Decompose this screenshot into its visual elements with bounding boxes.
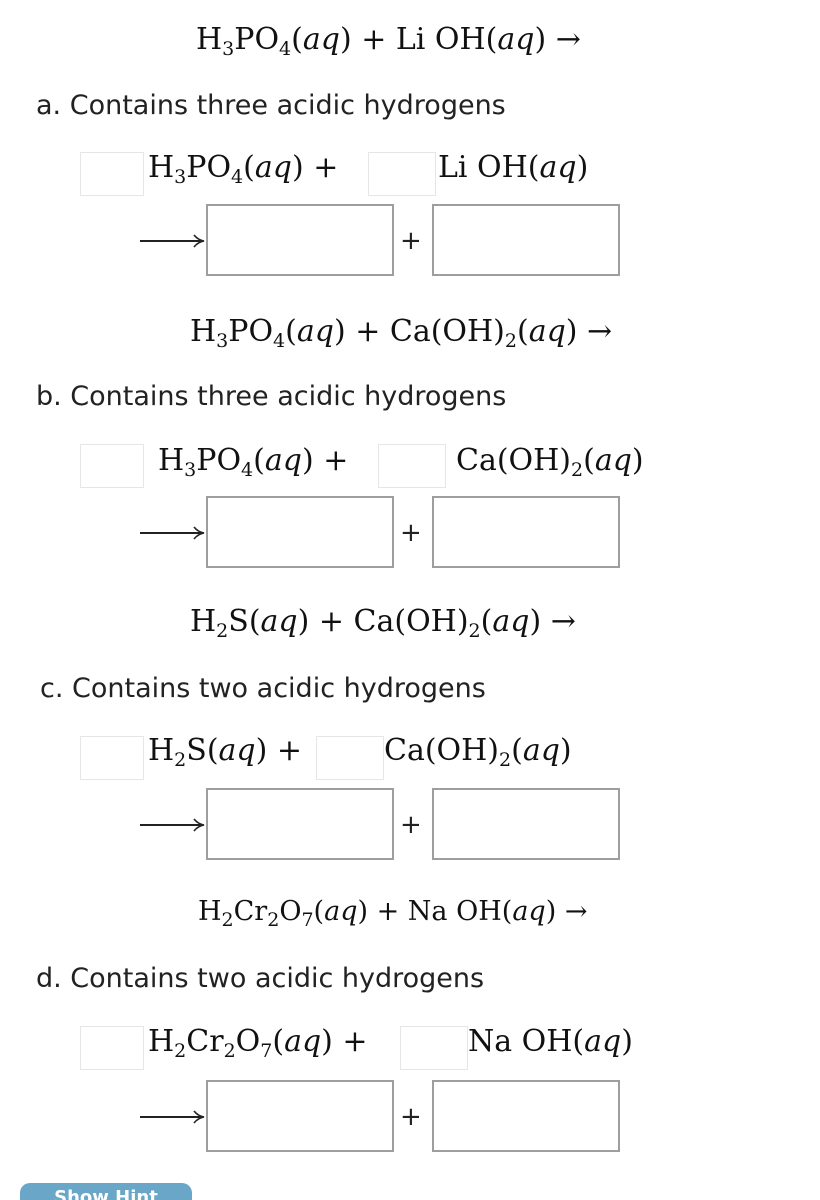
plus-sign-b: + bbox=[400, 518, 422, 548]
coefficient-acid-input-a[interactable] bbox=[80, 152, 144, 196]
equation-a: H3PO4(aq) + Li OH(aq) → bbox=[196, 22, 581, 60]
coefficient-acid-input-b[interactable] bbox=[80, 444, 144, 488]
show-hint-button[interactable]: Show Hint bbox=[20, 1183, 192, 1200]
reactant-base-c: Ca(OH)2(aq) bbox=[384, 733, 572, 771]
label-b: b. Contains three acidic hydrogens bbox=[36, 381, 507, 412]
coefficient-base-input-b[interactable] bbox=[378, 444, 446, 488]
label-d: d. Contains two acidic hydrogens bbox=[36, 963, 485, 994]
coefficient-base-input-a[interactable] bbox=[368, 152, 436, 196]
reactant-base-b: Ca(OH)2(aq) bbox=[456, 443, 644, 481]
reactant-acid-d: H2Cr2O7(aq) + bbox=[148, 1024, 368, 1062]
reactant-base-d: Na OH(aq) bbox=[468, 1024, 633, 1059]
arrow-icon bbox=[140, 818, 205, 832]
product-input-1-c[interactable] bbox=[206, 788, 394, 860]
reactant-acid-c: H2S(aq) + bbox=[148, 733, 303, 771]
equation-c: H2S(aq) + Ca(OH)2(aq) → bbox=[190, 604, 576, 642]
coefficient-base-input-c[interactable] bbox=[316, 736, 384, 780]
coefficient-acid-input-c[interactable] bbox=[80, 736, 144, 780]
product-input-2-a[interactable] bbox=[432, 204, 620, 276]
label-a: a. Contains three acidic hydrogens bbox=[36, 90, 506, 121]
equation-d: H2Cr2O7(aq) + Na OH(aq) → bbox=[198, 896, 588, 931]
plus-sign-c: + bbox=[400, 810, 422, 840]
coefficient-acid-input-d[interactable] bbox=[80, 1026, 144, 1070]
product-input-1-b[interactable] bbox=[206, 496, 394, 568]
reactant-acid-a: H3PO4(aq) + bbox=[148, 150, 339, 188]
product-input-2-d[interactable] bbox=[432, 1080, 620, 1152]
product-input-2-c[interactable] bbox=[432, 788, 620, 860]
product-input-1-d[interactable] bbox=[206, 1080, 394, 1152]
label-c: c. Contains two acidic hydrogens bbox=[40, 673, 486, 704]
plus-sign-a: + bbox=[400, 226, 422, 256]
coefficient-base-input-d[interactable] bbox=[400, 1026, 468, 1070]
equation-b: H3PO4(aq) + Ca(OH)2(aq) → bbox=[190, 314, 613, 352]
product-input-2-b[interactable] bbox=[432, 496, 620, 568]
plus-sign-d: + bbox=[400, 1102, 422, 1132]
arrow-icon bbox=[140, 1110, 205, 1124]
arrow-icon bbox=[140, 526, 205, 540]
reactant-base-a: Li OH(aq) bbox=[438, 150, 589, 185]
arrow-icon bbox=[140, 234, 205, 248]
reactant-acid-b: H3PO4(aq) + bbox=[158, 443, 349, 481]
product-input-1-a[interactable] bbox=[206, 204, 394, 276]
